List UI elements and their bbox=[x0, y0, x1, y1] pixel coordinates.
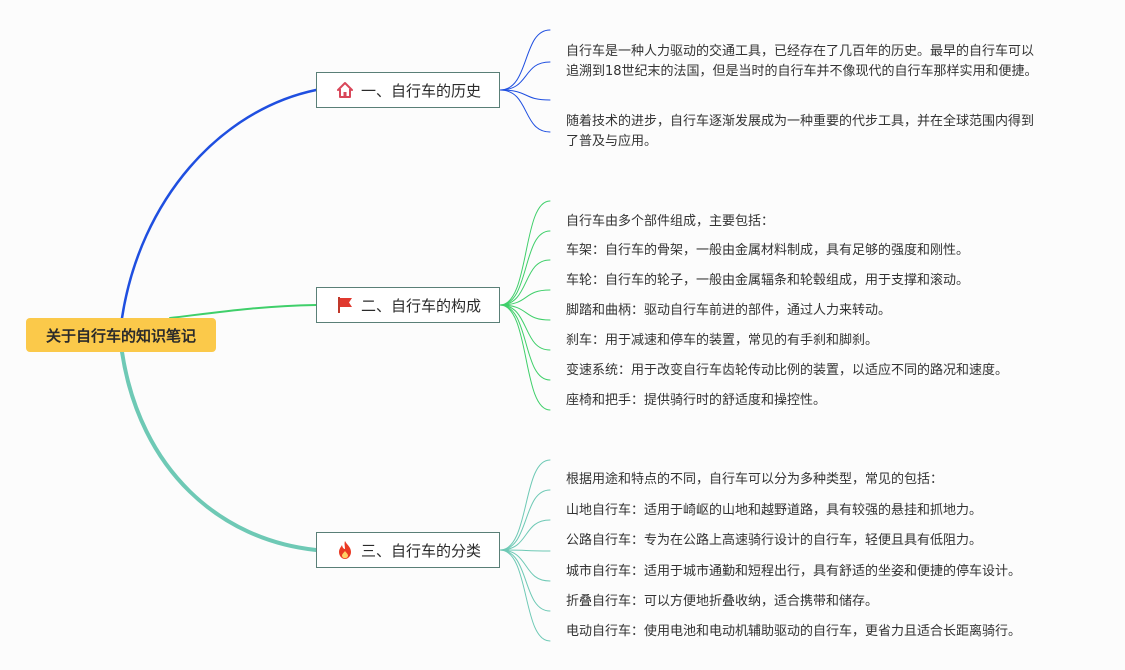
connector-history-leaf-3 bbox=[499, 89, 551, 101]
branch-topic-categories[interactable]: 三、自行车的分类 bbox=[316, 532, 500, 568]
connector-categories-leaf-1 bbox=[499, 459, 551, 551]
connector-history-leaf-2 bbox=[499, 61, 551, 91]
leaf-categories-5: 折叠自行车：可以方便地折叠收纳，适合携带和储存。 bbox=[566, 594, 879, 609]
connector-components-leaf-8 bbox=[499, 304, 551, 411]
branch-topic-components[interactable]: 二、自行车的构成 bbox=[316, 287, 500, 323]
leaf-components-1: 自行车由多个部件组成，主要包括： bbox=[566, 214, 775, 229]
connector-categories-leaf-3 bbox=[499, 519, 551, 551]
connector-categories-leaf-6 bbox=[499, 549, 551, 612]
leaf-components-3: 车轮：自行车的轮子，一般由金属辐条和轮毂组成，用于支撑和滚动。 bbox=[566, 273, 970, 288]
branch-label-categories: 三、自行车的分类 bbox=[360, 541, 481, 560]
leaf-categories-6: 电动自行车：使用电池和电动机辅助驱动的自行车，更省力且适合长距离骑行。 bbox=[566, 624, 1022, 639]
connector-categories-leaf-7 bbox=[499, 549, 551, 642]
leaf-components-2: 车架：自行车的骨架，一般由金属材料制成，具有足够的强度和刚性。 bbox=[566, 243, 970, 258]
connector-root-components bbox=[169, 304, 317, 319]
connector-history-leaf-4 bbox=[499, 89, 551, 133]
leaf-history-1: 自行车是一种人力驱动的交通工具，已经存在了几百年的历史。最早的自行车可以追溯到1… bbox=[566, 44, 1038, 79]
branch-topic-history[interactable]: 一、自行车的历史 bbox=[316, 72, 500, 108]
leaf-categories-3: 公路自行车：专为在公路上高速骑行设计的自行车，轻便且具有低阻力。 bbox=[566, 533, 983, 548]
root-topic-label: 关于自行车的知识笔记 bbox=[45, 326, 196, 345]
connector-components-leaf-7 bbox=[499, 304, 551, 381]
connector-root-categories bbox=[120, 350, 318, 552]
connector-categories-leaf-4 bbox=[499, 549, 551, 552]
connector-categories-leaf-2 bbox=[499, 489, 551, 551]
flag-icon bbox=[337, 297, 352, 313]
connector-components-leaf-6 bbox=[499, 304, 551, 351]
connector-components-leaf-4 bbox=[499, 289, 551, 306]
connector-root-history bbox=[120, 88, 318, 320]
fire-icon bbox=[338, 541, 351, 559]
connector-components-leaf-5 bbox=[499, 304, 551, 321]
leaf-components-5: 刹车：用于减速和停车的装置，常见的有手刹和脚刹。 bbox=[566, 333, 879, 348]
leaf-components-4: 脚踏和曲柄：驱动自行车前进的部件，通过人力来转动。 bbox=[566, 303, 892, 318]
branch-label-components: 二、自行车的构成 bbox=[360, 296, 481, 315]
connector-history-leaf-1 bbox=[499, 29, 551, 91]
branch-label-history: 一、自行车的历史 bbox=[360, 81, 481, 100]
connector-components-leaf-2 bbox=[499, 230, 551, 306]
connector-components-leaf-1 bbox=[499, 200, 551, 306]
leaf-categories-2: 山地自行车：适用于崎岖的山地和越野道路，具有较强的悬挂和抓地力。 bbox=[566, 503, 983, 518]
root-topic[interactable]: 关于自行车的知识笔记 bbox=[26, 318, 216, 352]
connector-categories-leaf-5 bbox=[499, 549, 551, 582]
home-icon bbox=[336, 82, 353, 98]
leaf-components-6: 变速系统：用于改变自行车齿轮传动比例的装置，以适应不同的路况和速度。 bbox=[566, 363, 1009, 378]
leaf-categories-4: 城市自行车：适用于城市通勤和短程出行，具有舒适的坐姿和便捷的停车设计。 bbox=[566, 564, 1022, 579]
leaf-history-2: 随着技术的进步，自行车逐渐发展成为一种重要的代步工具，并在全球范围内得到了普及与… bbox=[566, 114, 1035, 149]
connector-components-leaf-3 bbox=[499, 259, 551, 306]
leaf-categories-1: 根据用途和特点的不同，自行车可以分为多种类型，常见的包括： bbox=[566, 472, 944, 487]
leaf-components-7: 座椅和把手：提供骑行时的舒适度和操控性。 bbox=[566, 393, 827, 408]
